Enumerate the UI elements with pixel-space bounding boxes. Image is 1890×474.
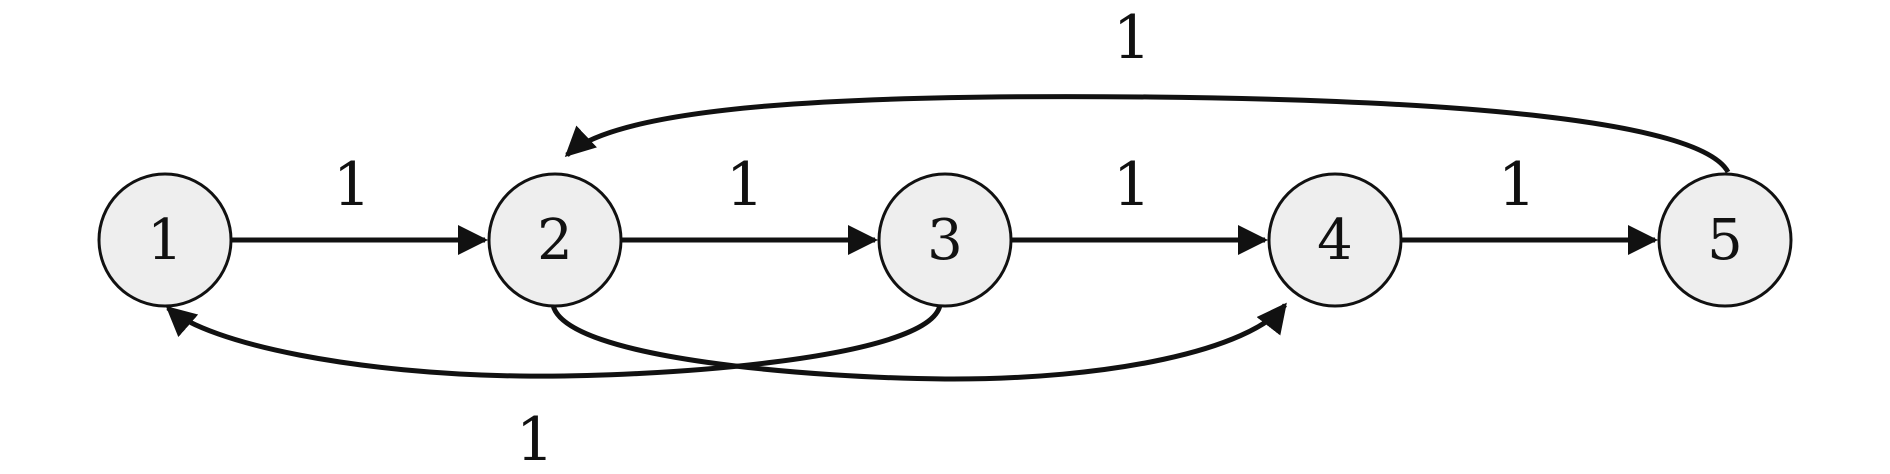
edge-2-4 bbox=[550, 302, 1287, 382]
edge-labels: 1 1 1 1 1 1 bbox=[333, 3, 1536, 474]
edge-3-1 bbox=[165, 304, 943, 379]
node-5: 5 bbox=[1657, 172, 1793, 308]
node-4-label: 4 bbox=[1317, 208, 1353, 273]
edge-label-3-4: 1 bbox=[1113, 150, 1151, 220]
node-5-label: 5 bbox=[1707, 208, 1743, 273]
edge-label-4-5: 1 bbox=[1498, 150, 1536, 220]
node-3: 3 bbox=[877, 172, 1013, 308]
nodes: 1 2 3 4 5 bbox=[97, 172, 1793, 308]
edge-label-3-1: 1 bbox=[516, 405, 554, 474]
node-1: 1 bbox=[97, 172, 233, 308]
node-1-label: 1 bbox=[147, 208, 183, 273]
node-2-label: 2 bbox=[537, 208, 573, 273]
edges bbox=[165, 94, 1731, 382]
edge-label-2-3: 1 bbox=[726, 150, 764, 220]
edge-label-1-2: 1 bbox=[333, 150, 371, 220]
edge-label-5-2: 1 bbox=[1113, 3, 1151, 73]
edge-5-2 bbox=[564, 94, 1731, 174]
node-2: 2 bbox=[487, 172, 623, 308]
node-4: 4 bbox=[1267, 172, 1403, 308]
node-3-label: 3 bbox=[927, 208, 963, 273]
